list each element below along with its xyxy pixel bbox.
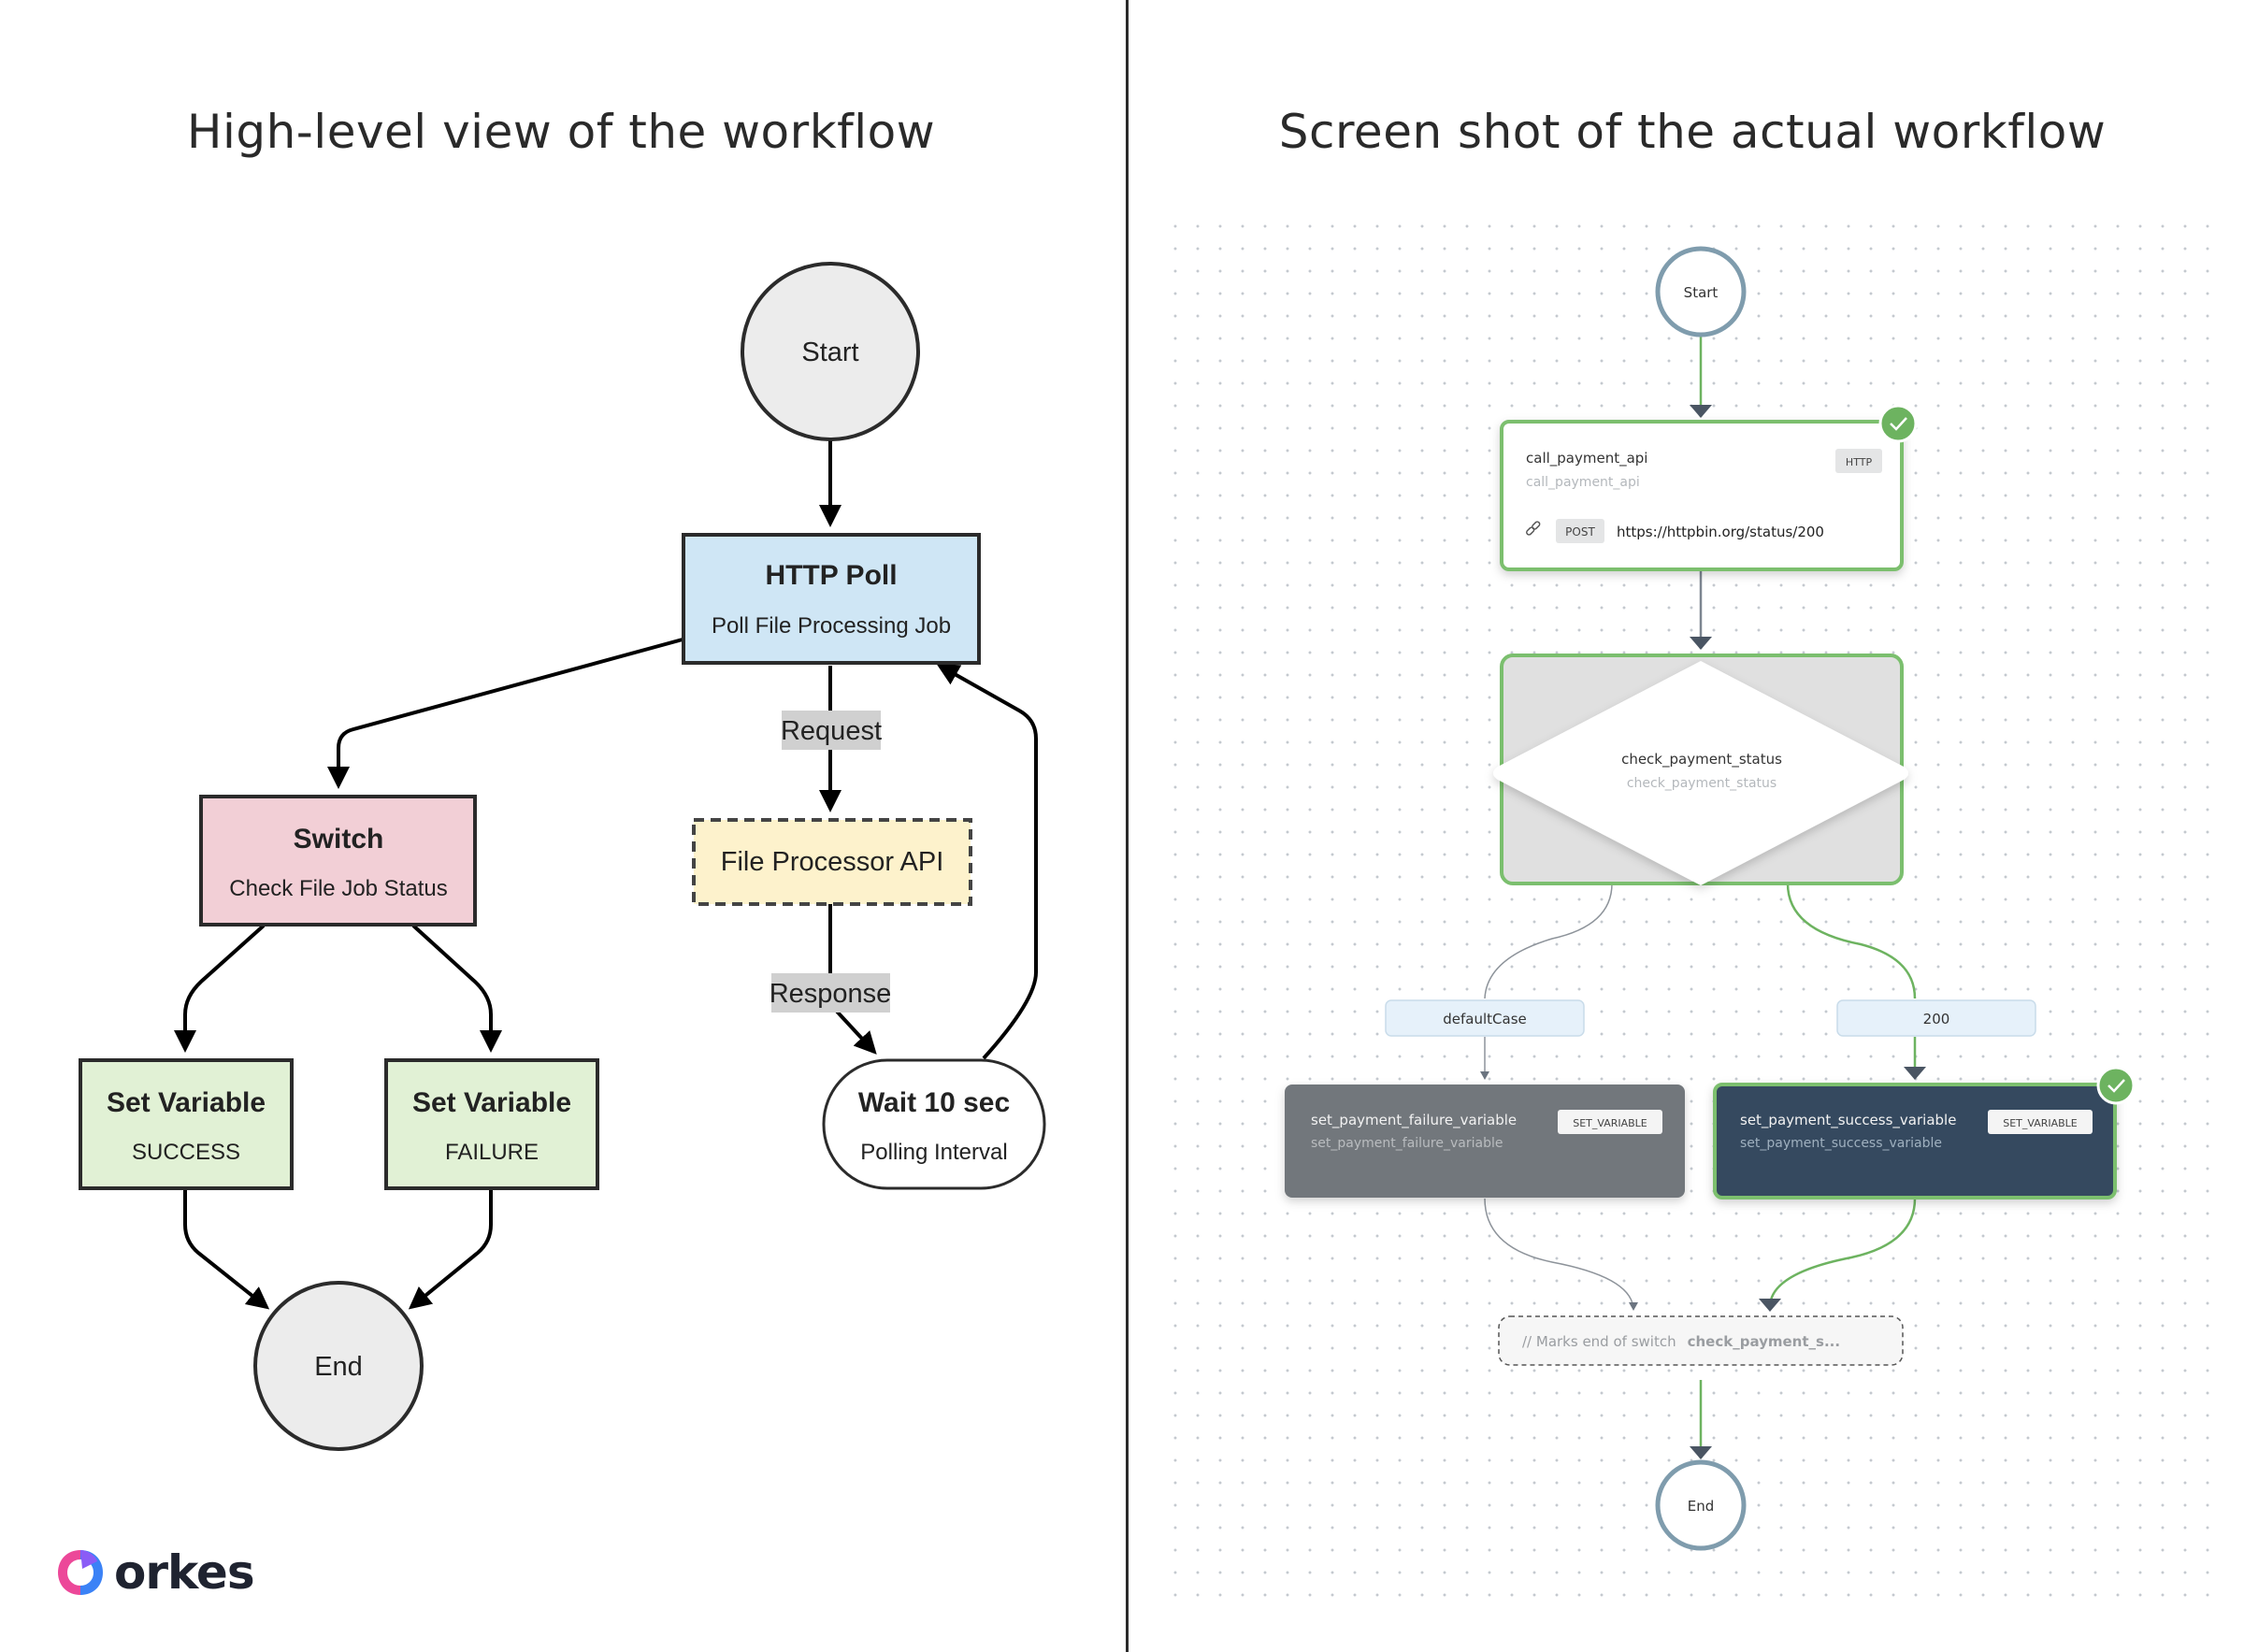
success-check-icon [2096, 1066, 2136, 1105]
wf-success-task-name: set_payment_success_variable [1740, 1112, 1956, 1129]
wf-arrow-success [1904, 1067, 1926, 1080]
wf-edge-switch-to-default-case [1484, 883, 1613, 999]
wf-success-badge [1988, 1110, 2093, 1134]
edge-wait-to-http [936, 664, 1038, 1060]
node-switch-subtitle: Check File Job Status [229, 876, 447, 901]
wf-switch-join-ref: check_payment_s... [1688, 1333, 1840, 1350]
edge-failure-to-end [408, 1189, 493, 1310]
node-wait-title: Wait 10 sec [858, 1087, 1010, 1118]
wf-failure-task-ref: set_payment_failure_variable [1311, 1136, 1503, 1151]
wf-failure-badge-text: SET_VARIABLE [1573, 1117, 1647, 1129]
edge-success-to-end [183, 1189, 270, 1310]
orkes-logo-icon [58, 1550, 103, 1595]
node-file-processor-api-label: File Processor API [721, 847, 944, 877]
wf-arrow-join-right [1759, 1299, 1781, 1312]
wf-case-default[interactable]: defaultCase [1385, 999, 1585, 1037]
node-switch: Switch Check File Job Status [199, 795, 477, 927]
wf-http-url: https://httpbin.org/status/200 [1617, 524, 1824, 540]
node-set-failure-subtitle: FAILURE [445, 1140, 539, 1165]
wf-switch-name: check_payment_status [1621, 751, 1782, 769]
link-icon [1526, 521, 1541, 536]
edge-http-to-switch [327, 638, 683, 789]
node-set-variable-success: Set Variable SUCCESS [79, 1058, 294, 1190]
wf-node-start-label: Start [1684, 284, 1719, 301]
right-edges [1480, 335, 1926, 1459]
left-panel-title: High-level view of the workflow [186, 105, 936, 159]
wf-edge-switch-to-200-case [1786, 883, 1917, 999]
wf-arrow-failure [1480, 1071, 1489, 1080]
wf-success-task-ref: set_payment_success_variable [1740, 1136, 1942, 1151]
wf-switch-ref: check_payment_status [1627, 776, 1776, 791]
node-wait: Wait 10 sec Polling Interval [822, 1058, 1046, 1190]
wf-switch-diamond [1493, 661, 1908, 885]
edge-switch-to-success [174, 924, 266, 1053]
panel-divider [1126, 0, 1129, 1652]
wf-http-badge [1835, 449, 1882, 473]
node-set-failure-title: Set Variable [412, 1087, 571, 1118]
orkes-logo: orkes [54, 1544, 255, 1601]
edge-label-response-text: Response [770, 979, 892, 1009]
wf-node-end[interactable]: End [1655, 1459, 1747, 1551]
wf-case-200-label: 200 [1923, 1011, 1950, 1027]
wf-edge-success-to-join [1768, 1198, 1917, 1308]
wf-http-method-text: POST [1565, 525, 1595, 539]
wf-edge-failure-to-join [1484, 1198, 1634, 1310]
wf-http-task-ref: call_payment_api [1526, 475, 1640, 490]
edge-label-response: Response [770, 973, 892, 1013]
node-set-variable-failure: Set Variable FAILURE [384, 1058, 599, 1190]
wf-success-badge-text: SET_VARIABLE [2003, 1117, 2078, 1129]
wf-task-check-payment-status[interactable]: check_payment_status check_payment_statu… [1493, 654, 1908, 885]
node-file-processor-api: File Processor API [692, 818, 972, 906]
right-panel-title: Screen shot of the actual workflow [1278, 105, 2107, 159]
orkes-logo-text: orkes [114, 1545, 255, 1600]
node-http-poll-title: HTTP Poll [765, 560, 897, 591]
node-switch-title: Switch [294, 824, 384, 855]
wf-switch-join-text: // Marks end of switch check_payment_s... [1522, 1333, 1840, 1350]
wf-task-set-payment-failure[interactable]: set_payment_failure_variable set_payment… [1285, 1085, 1685, 1198]
node-http-poll-subtitle: Poll File Processing Job [712, 613, 951, 639]
edge-label-request: Request [781, 711, 882, 750]
wf-switch-join-comment: // Marks end of switch [1522, 1333, 1676, 1350]
wf-task-set-payment-success[interactable]: set_payment_success_variable set_payment… [1713, 1066, 2136, 1199]
edge-switch-to-failure [411, 924, 502, 1053]
wf-arrow-end [1690, 1446, 1712, 1459]
wf-case-200[interactable]: 200 [1836, 999, 2036, 1037]
wf-arrow-http [1690, 405, 1712, 418]
edge-label-request-text: Request [781, 716, 882, 746]
node-set-success-subtitle: SUCCESS [132, 1140, 240, 1165]
node-start: Start [741, 262, 920, 441]
node-http-poll: HTTP Poll Poll File Processing Job [682, 533, 981, 665]
wf-http-method-badge [1556, 519, 1604, 543]
node-set-success-title: Set Variable [107, 1087, 266, 1118]
wf-node-end-label: End [1688, 1498, 1715, 1515]
wf-switch-join[interactable]: // Marks end of switch check_payment_s... [1498, 1315, 1904, 1366]
wf-http-badge-text: HTTP [1846, 456, 1873, 468]
wf-failure-badge [1558, 1110, 1662, 1134]
wf-task-call-payment-api[interactable]: call_payment_api call_payment_api HTTP P… [1500, 404, 1918, 571]
node-start-label: Start [801, 338, 858, 367]
node-wait-subtitle: Polling Interval [860, 1140, 1007, 1165]
wf-http-task-name: call_payment_api [1526, 450, 1647, 467]
node-end-label: End [314, 1352, 363, 1382]
wf-arrow-switch [1690, 637, 1712, 650]
success-check-icon [1878, 404, 1918, 443]
wf-node-start[interactable]: Start [1655, 246, 1747, 338]
wf-case-default-label: defaultCase [1443, 1011, 1527, 1027]
wf-failure-task-name: set_payment_failure_variable [1311, 1112, 1517, 1129]
node-end: End [253, 1281, 424, 1451]
wf-arrow-join-left [1629, 1302, 1638, 1311]
